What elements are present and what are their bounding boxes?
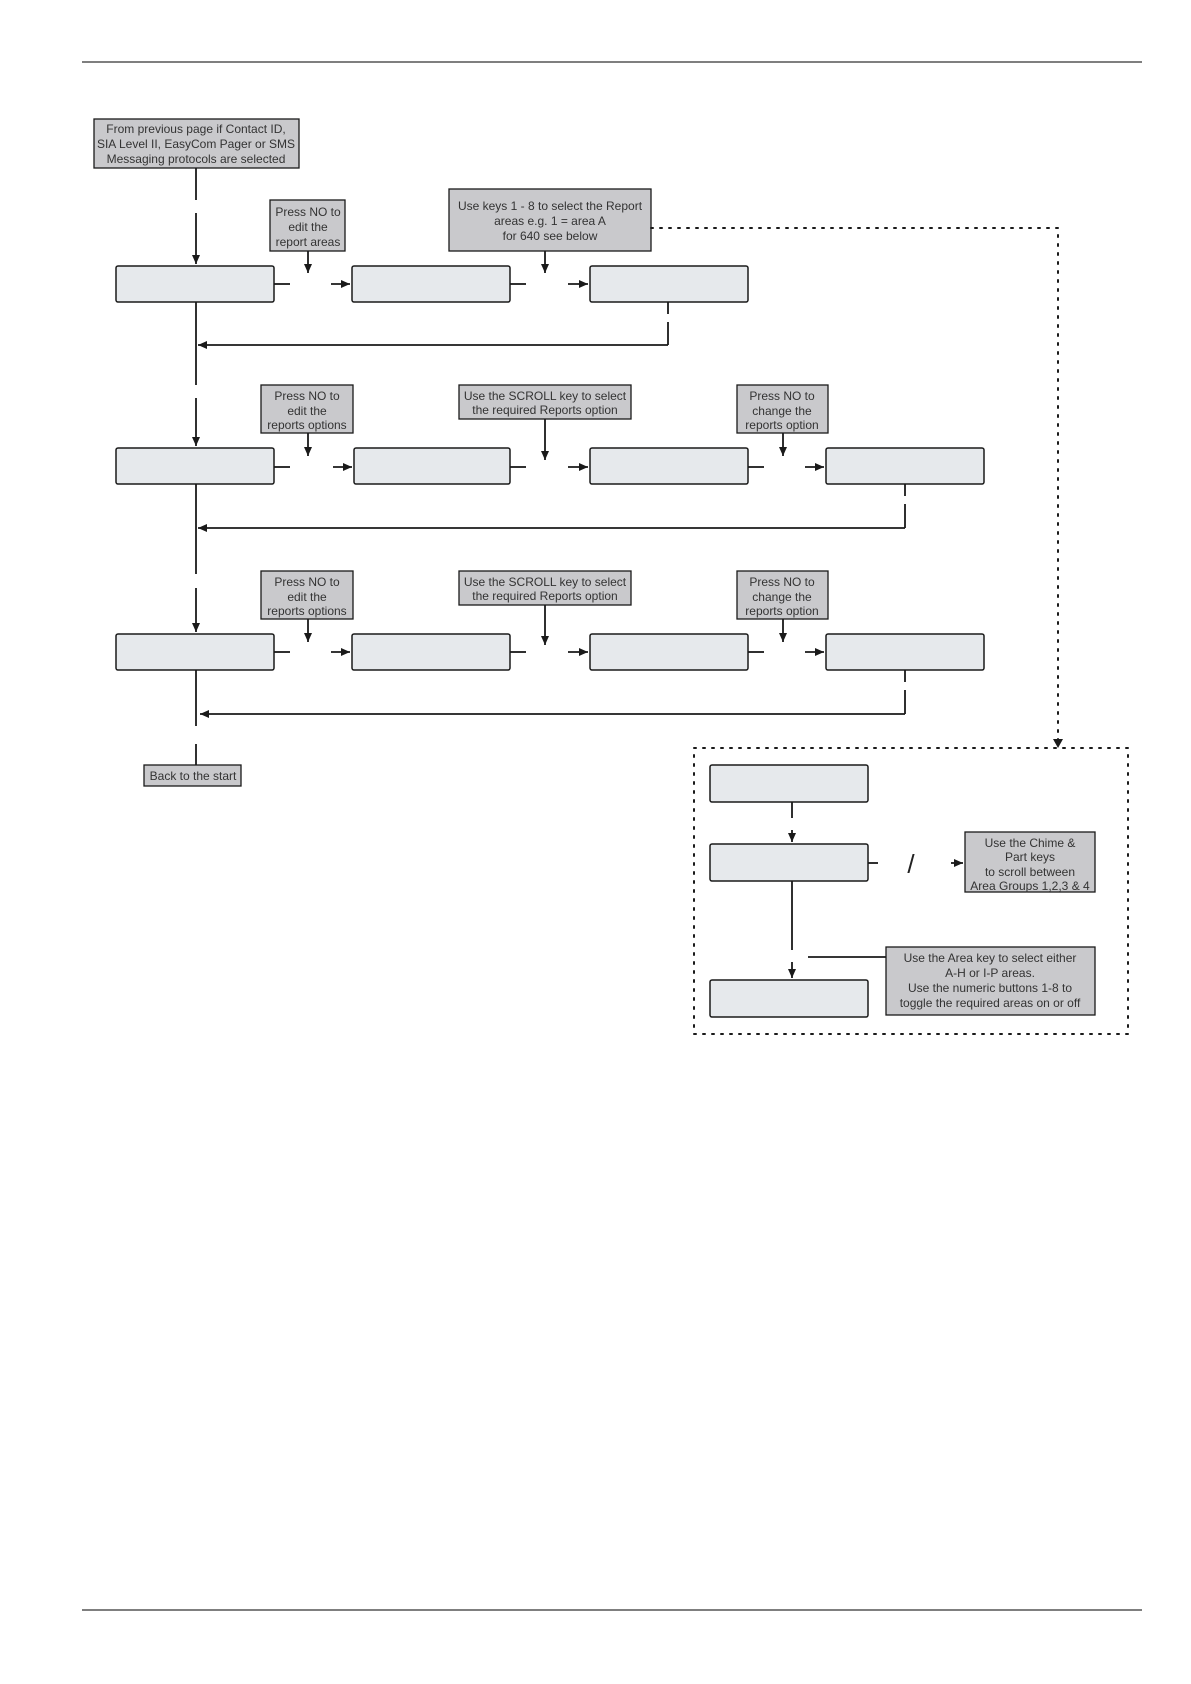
note-start-line-1: From previous page if Contact ID, (106, 122, 285, 136)
note-box-r1-press-no (269, 199, 346, 252)
display-box-sub-2 (709, 843, 869, 882)
note-r2-press-no-line-2: edit the (287, 404, 327, 418)
note-r1-use-keys-line-3: for 640 see below (503, 229, 598, 243)
note-r2-press-no-line-1: Press NO to (274, 389, 340, 403)
note-r3-scroll-line-1: Use the SCROLL key to select (464, 575, 627, 589)
note-r2-press-no-line-3: reports options (267, 418, 346, 432)
note-area-key-line-1: Use the Area key to select either (904, 951, 1077, 965)
note-start-line-2: SIA Level II, EasyCom Pager or SMS (97, 137, 295, 151)
note-r2-change-line-1: Press NO to (749, 389, 815, 403)
note-box-area-key (885, 946, 1096, 1016)
display-box-r1-3 (589, 265, 749, 303)
note-start-line-3: Messaging protocols are selected (107, 152, 286, 166)
note-r3-press-no-line-1: Press NO to (274, 575, 340, 589)
note-area-key-line-2: A-H or I-P areas. (945, 966, 1035, 980)
note-chime-part-line-2: Part keys (1005, 850, 1055, 864)
display-box-r3-3 (589, 633, 749, 671)
note-box-back (143, 764, 242, 787)
note-box-r1-use-keys (448, 188, 652, 252)
note-area-key-line-3: Use the numeric buttons 1-8 to (908, 981, 1072, 995)
display-box-r3-1 (115, 633, 275, 671)
dotted-link-to-sub (650, 227, 1059, 741)
note-box-start (93, 118, 300, 169)
note-r1-use-keys-line-2: areas e.g. 1 = area A (494, 214, 606, 228)
note-chime-part-line-4: Area Groups 1,2,3 & 4 (970, 879, 1090, 893)
dotted-link-arrowhead (1053, 739, 1063, 748)
display-box-r3-4 (825, 633, 985, 671)
note-r3-scroll-line-2: the required Reports option (472, 589, 617, 603)
note-r1-press-no-line-2: edit the (288, 220, 328, 234)
note-r1-press-no-line-1: Press NO to (275, 205, 341, 219)
note-r1-press-no-line-3: report areas (276, 235, 341, 249)
display-box-r2-4 (825, 447, 985, 485)
note-r3-press-no-line-2: edit the (287, 590, 327, 604)
note-r2-scroll-line-2: the required Reports option (472, 403, 617, 417)
display-box-r2-2 (353, 447, 511, 485)
note-r2-change-line-3: reports option (745, 418, 818, 432)
display-box-r1-1 (115, 265, 275, 303)
note-r3-press-no-line-3: reports options (267, 604, 346, 618)
note-r2-change-line-2: change the (752, 404, 812, 418)
note-box-chime-part (964, 831, 1096, 893)
display-box-r1-2 (351, 265, 511, 303)
display-box-r2-1 (115, 447, 275, 485)
note-box-r3-press-no (260, 570, 354, 620)
note-r3-change-line-2: change the (752, 590, 812, 604)
note-area-key-line-4: toggle the required areas on or off (900, 996, 1081, 1010)
note-r3-change-line-1: Press NO to (749, 575, 815, 589)
note-chime-part-line-3: to scroll between (985, 865, 1075, 879)
note-r3-change-line-3: reports option (745, 604, 818, 618)
note-back-line-1: Back to the start (150, 769, 237, 783)
display-box-sub-3 (709, 979, 869, 1018)
sub-diagram-dotted-frame (693, 747, 1129, 1035)
note-r1-use-keys-line-1: Use keys 1 - 8 to select the Report (458, 199, 643, 213)
note-chime-part-line-1: Use the Chime & (985, 836, 1076, 850)
note-r2-scroll-line-1: Use the SCROLL key to select (464, 389, 627, 403)
display-box-sub-1 (709, 764, 869, 803)
display-box-r2-3 (589, 447, 749, 485)
note-box-r2-change (736, 384, 829, 434)
slash-separator: / (907, 849, 915, 879)
note-box-r2-press-no (260, 384, 354, 434)
display-box-r3-2 (351, 633, 511, 671)
note-box-r2-scroll (458, 384, 632, 420)
